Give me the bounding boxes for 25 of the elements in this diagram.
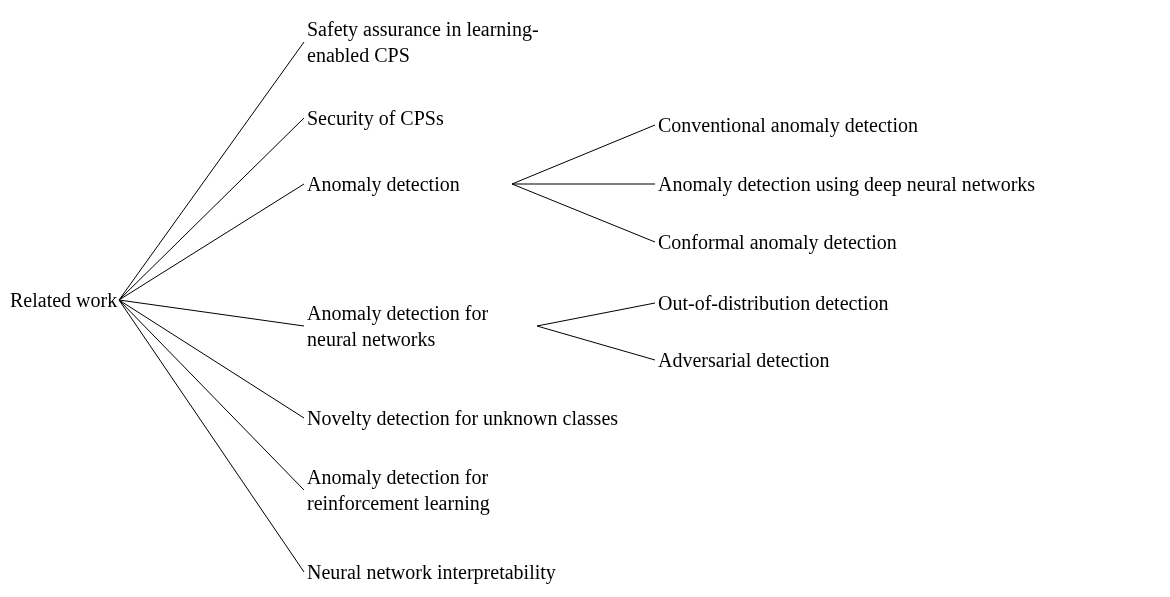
topic-label: Anomaly detection using deep neural networks [658, 171, 1036, 197]
connector-line [118, 183, 305, 301]
connector-line [536, 302, 656, 327]
connector-line [536, 325, 656, 361]
topic-label: Neural network interpretability [307, 559, 556, 585]
connector-line [118, 299, 305, 327]
topic-label: Conformal anomaly detection [658, 229, 897, 255]
connector-line [118, 299, 305, 419]
topic-label: Out-of-distribution detection [658, 290, 889, 316]
connector-line [511, 124, 656, 185]
connector-line [511, 183, 656, 243]
topic-label: Security of CPSs [307, 105, 444, 131]
connector-line [118, 299, 305, 491]
topic-label: Conventional anomaly detection [658, 112, 918, 138]
topic-label: Adversarial detection [658, 347, 830, 373]
connector-line [511, 183, 656, 185]
topic-label: Novelty detection for unknown classes [307, 405, 619, 431]
topic-label: Anomaly detection [307, 171, 460, 197]
topic-label: Related work [10, 287, 118, 313]
topic-label: Anomaly detection for reinforcement learning [307, 464, 547, 516]
topic-label: Safety assurance in learning-enabled CPS [307, 16, 539, 68]
topic-label: Anomaly detection for neural networks [307, 300, 491, 352]
connector-line [118, 117, 305, 301]
connector-line [118, 41, 305, 301]
connector-line [118, 299, 305, 573]
